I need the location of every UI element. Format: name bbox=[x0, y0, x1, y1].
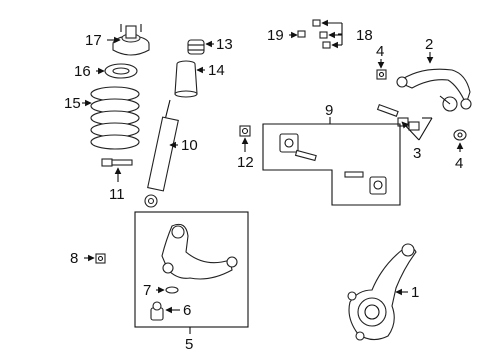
nut-19 bbox=[297, 30, 306, 38]
steering-knuckle bbox=[347, 243, 417, 341]
callout-15: 15 bbox=[64, 95, 81, 112]
callout-12: 12 bbox=[237, 154, 254, 171]
callout-11: 11 bbox=[109, 186, 125, 203]
snap-ring-7 bbox=[165, 286, 179, 294]
leader-18 bbox=[321, 19, 343, 49]
callout-9: 9 bbox=[325, 102, 333, 119]
ball-joint-6 bbox=[150, 301, 164, 321]
callout-14: 14 bbox=[208, 62, 225, 79]
nut-4-upper bbox=[376, 69, 387, 80]
callout-16: 16 bbox=[74, 63, 91, 80]
callout-5: 5 bbox=[185, 336, 193, 353]
callout-17: 17 bbox=[85, 32, 102, 49]
spring-insulator bbox=[104, 63, 138, 79]
callout-3: 3 bbox=[413, 145, 421, 162]
callout-1: 1 bbox=[411, 284, 419, 301]
shock-absorber bbox=[144, 99, 179, 208]
callout-10: 10 bbox=[181, 137, 198, 154]
nuts-18 bbox=[312, 19, 331, 49]
bolt-11 bbox=[101, 158, 133, 167]
cam-kit-parts bbox=[279, 133, 387, 195]
bump-stop bbox=[187, 39, 205, 55]
cam-kit-box bbox=[262, 123, 401, 206]
nut-12 bbox=[239, 125, 251, 137]
nut-8 bbox=[95, 253, 106, 264]
lower-arm-box bbox=[134, 211, 249, 328]
leader-3 bbox=[401, 117, 433, 141]
callout-6: 6 bbox=[183, 302, 191, 319]
lower-control-arm bbox=[161, 223, 238, 280]
callout-7: 7 bbox=[143, 282, 151, 299]
callout-18: 18 bbox=[356, 27, 373, 44]
upper-arm-bolts bbox=[376, 103, 420, 131]
upper-control-arm bbox=[396, 68, 472, 112]
coil-spring bbox=[90, 86, 140, 150]
callout-4-lower: 4 bbox=[455, 155, 463, 172]
callout-8: 8 bbox=[70, 250, 78, 267]
callout-4-upper: 4 bbox=[376, 43, 384, 60]
nut-4-lower bbox=[453, 129, 467, 141]
callout-2: 2 bbox=[425, 36, 433, 53]
dust-boot bbox=[174, 60, 198, 98]
upper-strut-mount bbox=[112, 24, 150, 56]
callout-13: 13 bbox=[216, 36, 233, 53]
callout-19: 19 bbox=[267, 27, 284, 44]
